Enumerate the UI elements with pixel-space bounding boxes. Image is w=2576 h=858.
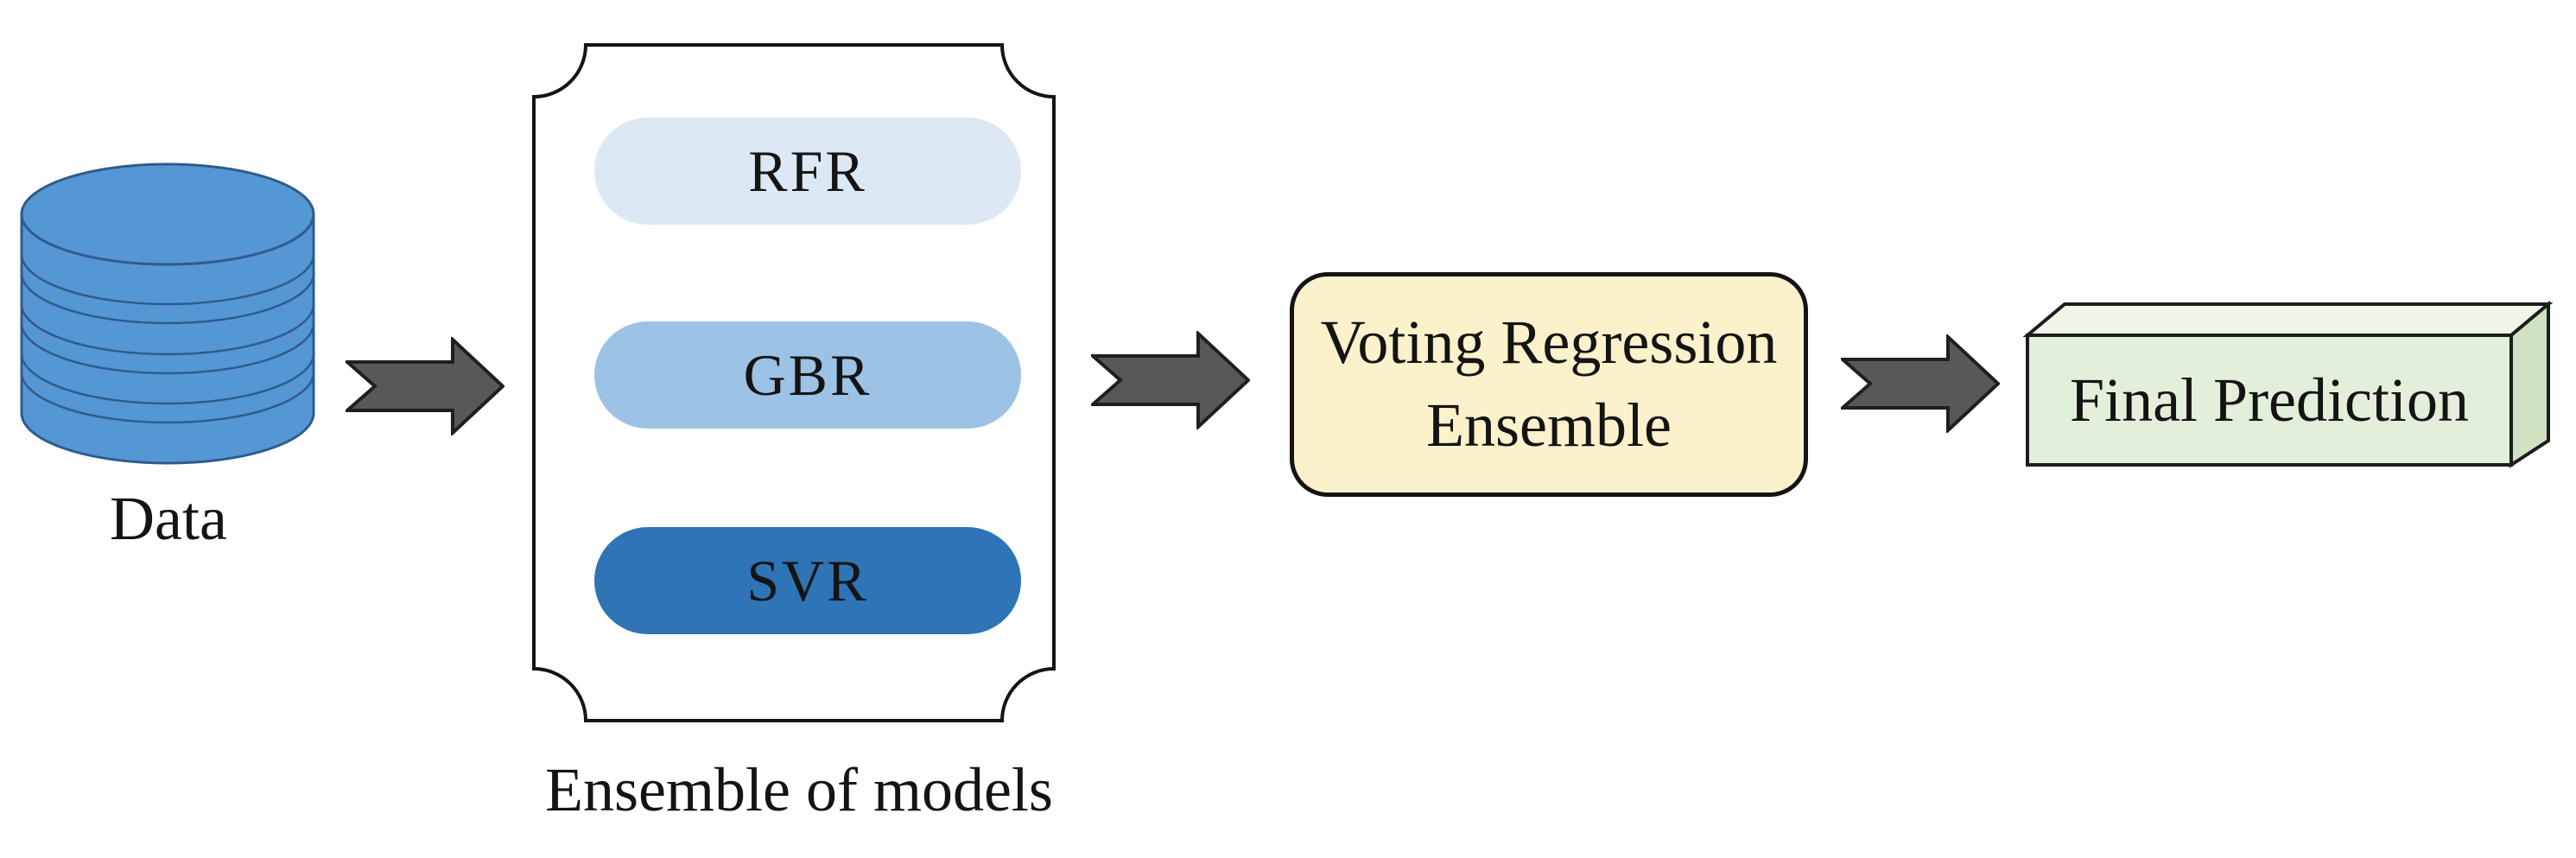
data-store-label: Data [110, 484, 227, 553]
arrow-right-icon [1841, 334, 2000, 433]
voting-ensemble-node: Voting Regression Ensemble [1290, 272, 1808, 497]
final-prediction-text: Final Prediction [2070, 365, 2469, 435]
box-top-face [2022, 302, 2554, 337]
arrow-shape [1091, 331, 1250, 429]
cylinder-top-ellipse [20, 162, 315, 266]
model-pill-label: SVR [746, 547, 869, 613]
voting-label-line1: Voting Regression [1320, 308, 1778, 378]
model-pill-label: GBR [743, 341, 872, 408]
cylinder-separator [20, 322, 315, 375]
cylinder-separator [20, 303, 315, 356]
ensemble-caption: Ensemble of models [545, 755, 1053, 824]
database-icon [20, 162, 315, 465]
model-pill-svr: SVR [594, 527, 1021, 634]
arrow-shape [1841, 334, 2000, 433]
arrow-right-icon [1091, 331, 1250, 429]
model-pill-gbr: GBR [594, 321, 1021, 429]
voting-label-line2: Ensemble [1426, 391, 1672, 460]
box-front-face [2026, 334, 2513, 467]
cylinder-separator [20, 353, 315, 405]
arrow-right-icon [346, 337, 504, 435]
cylinder-separator [20, 272, 315, 325]
final-prediction-box-3d [2022, 300, 2554, 468]
cylinder-separator [20, 372, 315, 424]
model-pill-rfr: RFR [594, 118, 1021, 225]
model-pill-label: RFR [748, 137, 867, 204]
cylinder-body [20, 213, 315, 465]
cylinder-separator [20, 253, 315, 306]
final-prediction-label: Final Prediction [2027, 335, 2511, 465]
arrow-shape [346, 337, 504, 435]
